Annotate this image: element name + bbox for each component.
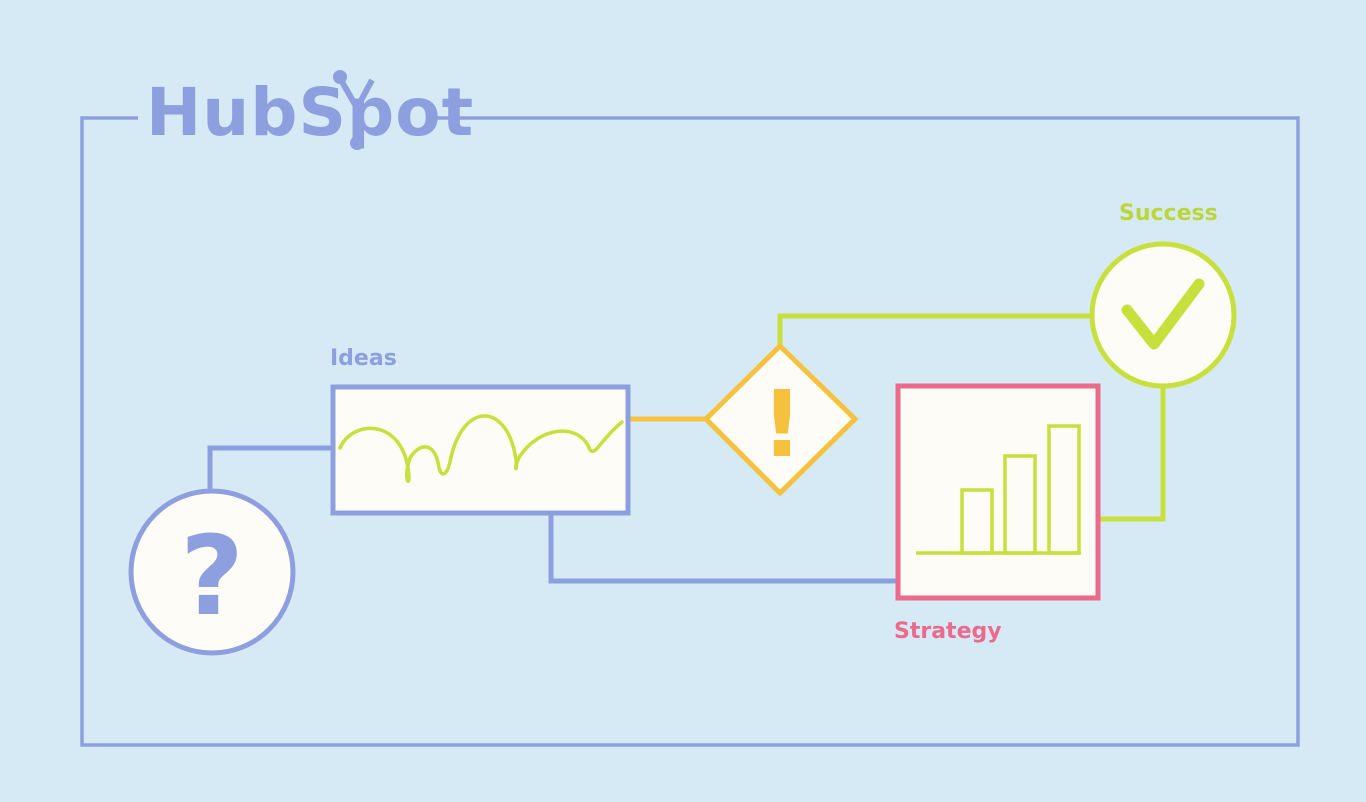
question-mark-icon: ?: [180, 512, 244, 640]
strategy-label: Strategy: [894, 619, 1002, 644]
bar-chart-icon: [916, 424, 1081, 555]
ideas-label: Ideas: [330, 346, 397, 371]
connector-strategy-success: [1100, 386, 1166, 522]
decision-node: !: [702, 342, 859, 497]
outer-frame: [80, 116, 1300, 747]
success-node: Success: [1089, 201, 1237, 389]
start-node: ?: [128, 488, 296, 656]
hubspot-logo: HubSpot: [146, 70, 474, 151]
exclamation-icon: !: [761, 371, 803, 478]
success-label: Success: [1119, 201, 1218, 226]
connector-ideas-strategy: [548, 513, 898, 584]
connector-start-ideas: [207, 445, 333, 492]
ideas-node: Ideas: [330, 346, 631, 516]
strategy-node: Strategy: [894, 383, 1101, 644]
checkmark-icon: [1121, 278, 1205, 350]
ideas-squiggle: [338, 414, 624, 483]
connector-decision-success: [777, 313, 1092, 346]
sprocket-icon: [333, 70, 375, 150]
logo-text: HubSpot: [146, 74, 474, 151]
connectors: [207, 313, 1166, 584]
